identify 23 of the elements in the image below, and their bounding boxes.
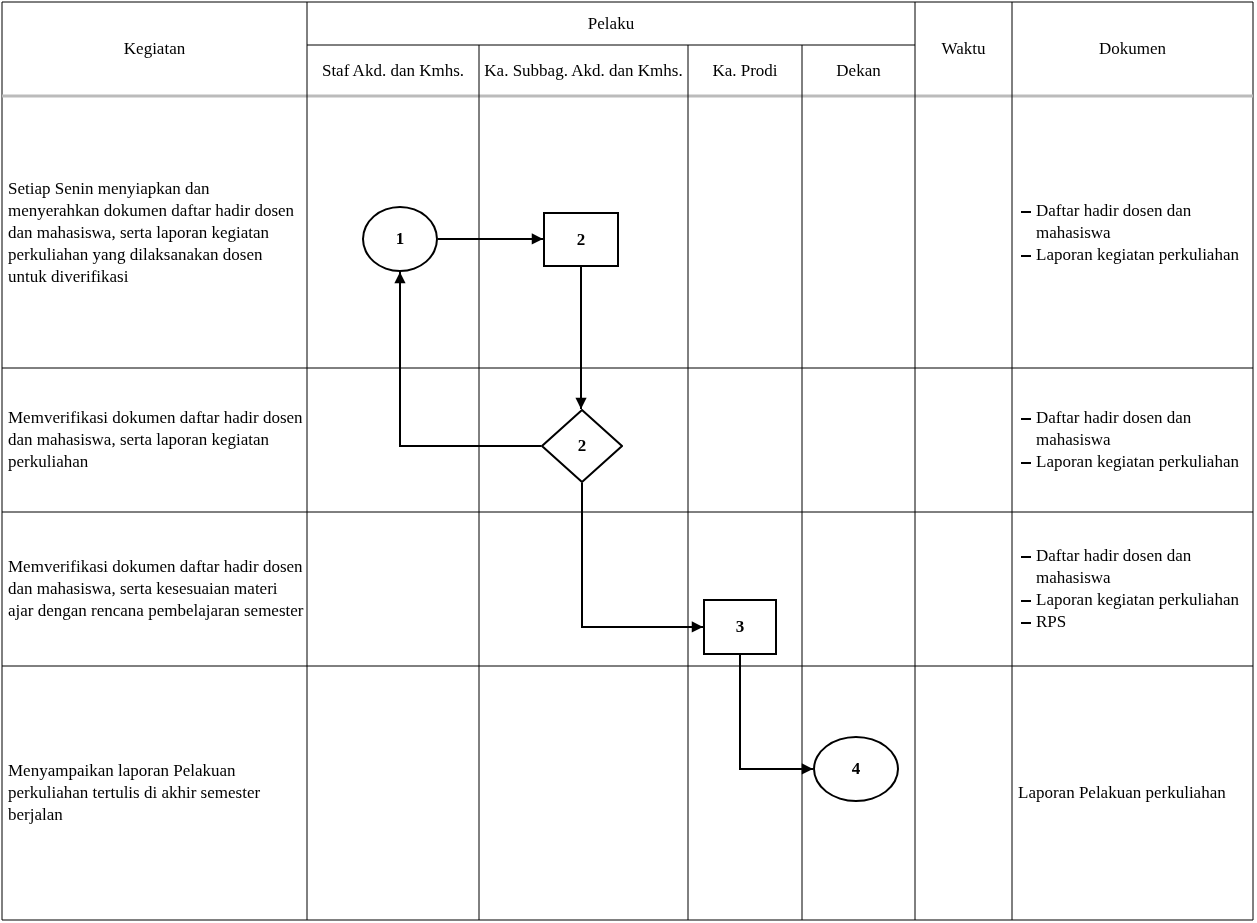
arrow [575, 266, 587, 410]
terminator-circle: 1 [362, 206, 438, 272]
arrow [437, 233, 544, 245]
arrow [739, 654, 814, 775]
activity-text: Memverifikasi dokumen daftar hadir dosen dan mahasiswa, serta kesesuaian materi ajar dengan rencana pembelajaran semester [8, 556, 304, 622]
activity-text: Memverifikasi dokumen daftar hadir dosen dan mahasiswa, serta laporan kegiatan perkuliahan [8, 407, 304, 473]
terminator-circle: 4 [813, 736, 899, 802]
arrow [394, 271, 542, 447]
column-header: Kegiatan [123, 37, 186, 60]
column-header: Pelaku [587, 12, 635, 35]
process-box: 3 [703, 599, 777, 655]
decision-diamond: 2 [541, 409, 623, 483]
activity-text: Menyampaikan laporan Pelakuan perkuliahan tertulis di akhir semester berjalan [8, 760, 262, 826]
process-box: 2 [543, 212, 619, 267]
column-header: Waktu [941, 37, 986, 60]
arrow [581, 482, 704, 633]
column-header: Dekan [836, 59, 881, 82]
column-header: Dokumen [1098, 37, 1166, 60]
column-header: Ka. Subbag. Akd. dan Kmhs. [484, 59, 683, 82]
column-header: Ka. Prodi [712, 59, 778, 82]
column-header: Staf Akd. dan Kmhs. [321, 59, 465, 82]
document-item: Laporan Pelakuan perkuliahan [1018, 782, 1227, 804]
activity-text: Setiap Senin menyiapkan dan menyerahkan dokumen daftar hadir dosen dan mahasiswa, serta laporan kegiatan perkuliahan yang dilaksanakan dosen untuk diverifikasi [8, 178, 296, 288]
